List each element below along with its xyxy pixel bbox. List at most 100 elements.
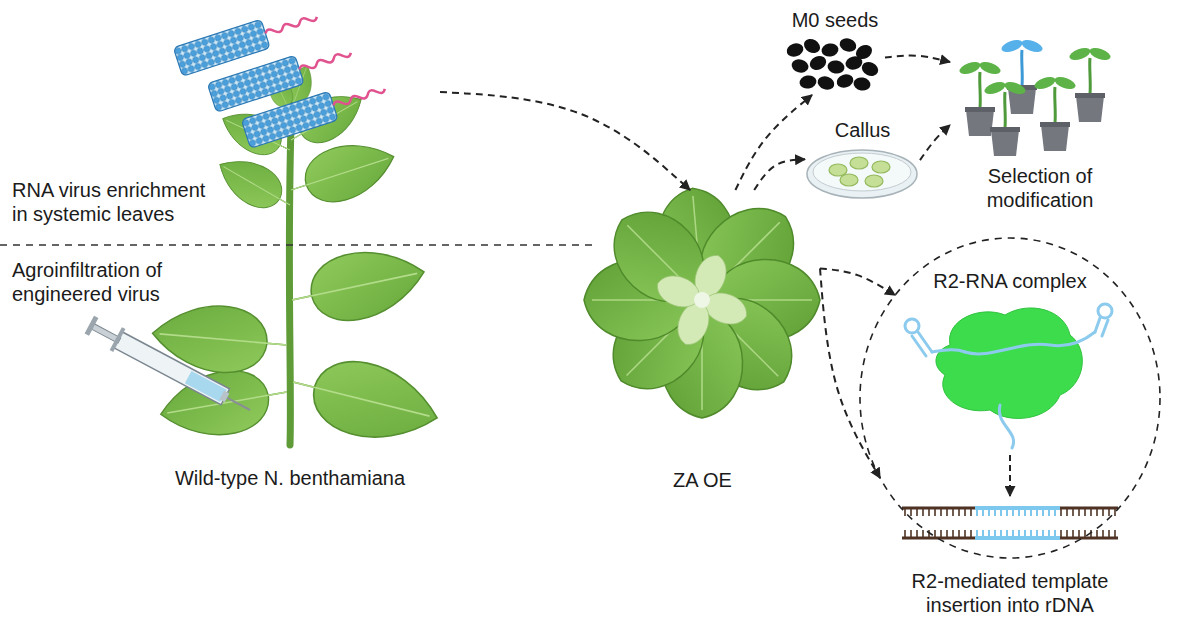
dashed-connector <box>885 56 950 62</box>
seeds <box>785 41 805 59</box>
seedlings <box>1076 96 1104 122</box>
petri-dish <box>813 153 911 191</box>
seedlings <box>1040 122 1070 127</box>
r2-protein-rna <box>1102 320 1108 336</box>
seeds <box>827 59 846 75</box>
seedlings <box>966 110 994 136</box>
virus-particles <box>241 91 338 148</box>
seeds <box>816 74 836 92</box>
seedlings <box>1003 92 1007 128</box>
seeds <box>801 36 822 56</box>
virus-particles <box>173 3 389 149</box>
seedlings <box>991 130 1019 156</box>
node-text: R2-mediated template insertion into rDNA <box>890 569 1130 617</box>
rdna-duplex <box>902 508 1118 538</box>
wild-type-plant <box>289 95 292 445</box>
seeds <box>853 76 872 92</box>
seedlings <box>1068 46 1092 63</box>
connector-group <box>440 56 950 478</box>
seedlings <box>1088 46 1112 63</box>
zoom-circle-outline <box>860 238 1160 558</box>
seedlings <box>1000 38 1044 114</box>
seedlings <box>965 107 995 112</box>
seedlings <box>958 60 982 77</box>
wild-type-plant <box>283 131 402 215</box>
seedlings <box>1053 75 1077 92</box>
zoom-circle-node: R2-RNA complexR2-mediated template inser… <box>855 235 1165 617</box>
dashed-connector <box>920 125 950 160</box>
seedlings <box>978 72 982 108</box>
node-text: ZA OE <box>673 468 732 492</box>
r2-protein-rna <box>912 336 926 356</box>
dashed-connector <box>820 269 895 296</box>
rdna-duplex <box>975 536 1060 540</box>
seedlings <box>983 80 1027 156</box>
selection-node: Selection of modification <box>950 12 1130 212</box>
seedlings <box>1033 75 1057 92</box>
seeds <box>790 58 810 75</box>
seeds <box>799 74 818 90</box>
annotation-label: RNA virus enrichment in systemic leaves <box>12 178 217 226</box>
petri-dish <box>829 157 890 187</box>
virus-particles <box>173 3 321 77</box>
rdna-duplex <box>975 506 1060 510</box>
r2-protein-rna <box>905 304 1112 448</box>
rdna-duplex <box>902 537 1118 540</box>
syringe <box>224 396 250 410</box>
petri-dish <box>840 174 858 186</box>
wild-type-plant <box>284 347 446 454</box>
r2-protein-rna <box>965 332 1095 354</box>
seeds-node: M0 seeds <box>785 8 885 95</box>
syringe <box>219 391 229 403</box>
rdna-duplex <box>975 508 1060 538</box>
petri-dish <box>807 150 917 198</box>
rdna-duplex <box>975 508 1060 538</box>
seedlings <box>1033 75 1077 151</box>
virus-particles <box>333 86 386 108</box>
dashed-connector <box>735 95 812 190</box>
node-text: R2-RNA complex <box>933 269 1086 293</box>
rosette-node: ZA OE <box>585 190 820 492</box>
petri-dish <box>829 164 847 176</box>
virus-particles <box>241 75 389 149</box>
virus-particles <box>207 39 355 113</box>
syringe <box>83 313 256 421</box>
seedlings <box>1041 125 1069 151</box>
rdna-duplex <box>902 508 1118 538</box>
seedlings <box>1088 58 1092 94</box>
rdna-duplex <box>902 507 1118 510</box>
annotation-label-box: Agroinfiltration of engineered virus <box>12 258 217 306</box>
seeds <box>844 55 864 72</box>
virus-particles <box>265 14 318 36</box>
petri-dish <box>872 161 890 173</box>
node-text: Wild-type N. benthamiana <box>175 466 405 490</box>
syringe <box>85 316 99 336</box>
seedlings <box>1053 87 1057 123</box>
syringe <box>113 332 229 405</box>
seeds <box>860 60 881 79</box>
dashed-connector <box>440 92 690 190</box>
rosette-plant <box>694 292 710 308</box>
seedlings <box>990 127 1020 132</box>
rosette-plant <box>584 185 820 418</box>
r2-protein-rna <box>932 350 965 352</box>
r2-protein-rna <box>1098 304 1112 318</box>
petri-dish <box>807 150 917 198</box>
dashed-connector <box>754 159 805 190</box>
callus-node: Callus <box>805 118 920 196</box>
seeds <box>821 42 840 58</box>
insertion-arrow <box>1009 455 1011 496</box>
node-text: Callus <box>835 118 891 142</box>
petri-dish <box>865 175 883 187</box>
petri-dish <box>850 157 868 169</box>
seedlings <box>1020 38 1044 55</box>
plant-node: Wild-type N. benthamiana <box>140 20 440 490</box>
wild-type-plant <box>285 240 431 333</box>
r2-protein-rna <box>999 405 1013 448</box>
seedlings <box>958 60 1002 136</box>
dashed-connector <box>820 269 880 478</box>
r2-protein-rna <box>905 319 919 333</box>
